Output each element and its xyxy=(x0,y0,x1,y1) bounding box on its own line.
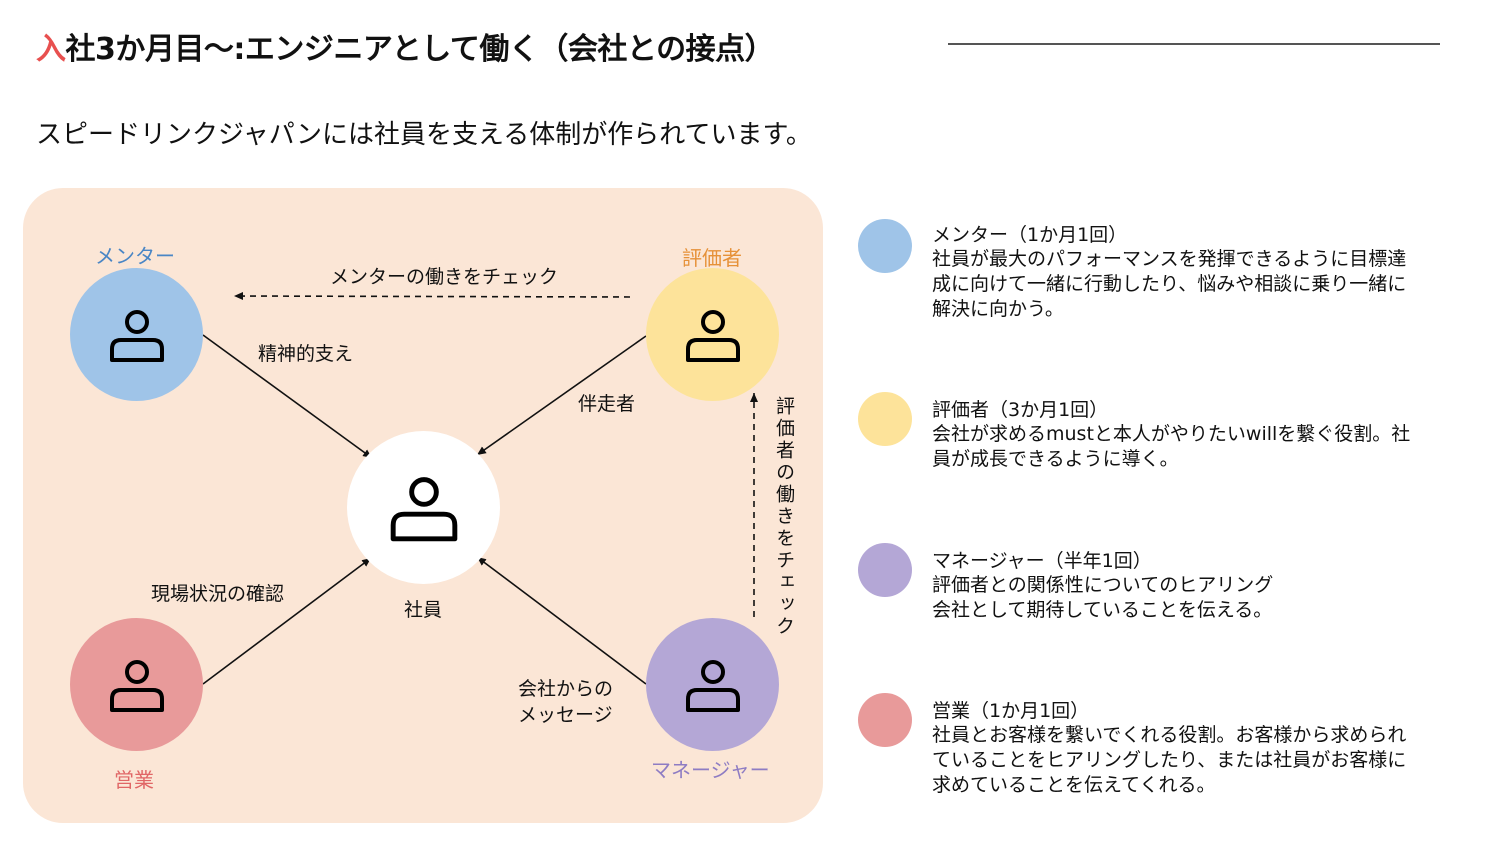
node-label-sales: 営業 xyxy=(114,768,154,792)
legend-title: マネージャー（半年1回） xyxy=(932,550,1152,572)
node-employee xyxy=(347,431,500,584)
page-title: 入社3か月目〜:エンジニアとして働く（会社との接点） xyxy=(36,24,775,68)
arrow-manager-to-employee xyxy=(476,556,647,685)
person-icon xyxy=(109,309,164,362)
person-icon xyxy=(685,309,740,362)
legend-title: 評価者（3か月1回） xyxy=(932,399,1109,421)
node-label-mentor: メンター xyxy=(95,244,175,268)
legend-title: メンター（1か月1回） xyxy=(932,224,1128,246)
person-icon xyxy=(109,659,164,712)
edge-label-sales-employee: 現場状況の確認 xyxy=(151,583,285,605)
page-title-accent: 入 xyxy=(36,32,66,67)
person-icon xyxy=(390,476,457,541)
node-mentor xyxy=(70,268,203,401)
node-label-employee: 社員 xyxy=(404,599,443,621)
node-evaluator xyxy=(646,268,779,401)
edge-label-evaluator-employee: 伴走者 xyxy=(578,393,636,415)
node-sales xyxy=(70,618,203,751)
person-icon xyxy=(685,659,740,712)
legend-description: 社員とお客様を繋いでくれる役割。お客様から求められていることをヒアリングしたり、… xyxy=(932,724,1407,796)
page-title-rest: 社3か月目〜:エンジニアとして働く（会社との接点） xyxy=(65,32,775,67)
arrow-sales-to-employee xyxy=(202,557,372,685)
legend-description: 評価者との関係性についてのヒアリング 会社として期待していることを伝える。 xyxy=(932,574,1274,621)
node-label-manager: マネージャー xyxy=(651,758,770,782)
arrow-evaluator-to-employee xyxy=(476,335,647,456)
arrow-evaluator-to-mentor xyxy=(233,292,631,301)
legend-description: 社員が最大のパフォーマンスを発揮できるように目標達成に向けて一緒に行動したり、悩… xyxy=(932,248,1407,320)
node-label-evaluator: 評価者 xyxy=(682,246,742,270)
legend-title: 営業（1か月1回） xyxy=(932,700,1090,722)
legend-dot-mentor xyxy=(858,219,912,273)
edge-label-evaluator-mentor: メンターの働きをチェック xyxy=(330,266,559,288)
arrow-mentor-to-employee xyxy=(202,334,373,459)
edge-label-manager-employee: 会社からの メッセージ xyxy=(518,678,614,726)
title-divider xyxy=(948,43,1440,45)
legend-dot-manager xyxy=(858,543,912,597)
node-manager xyxy=(646,618,779,751)
legend-description: 会社が求めるmustと本人がやりたいwillを繋ぐ役割。社員が成長できるように導… xyxy=(932,423,1411,470)
legend-dot-evaluator xyxy=(858,392,912,446)
legend-dot-sales xyxy=(858,693,912,747)
page-subtitle: スピードリンクジャパンには社員を支える体制が作られています。 xyxy=(36,120,812,150)
edge-label-mentor-employee: 精神的支え xyxy=(258,343,354,365)
edge-label-manager-evaluator: 評価者の働きをチェック xyxy=(773,396,795,638)
